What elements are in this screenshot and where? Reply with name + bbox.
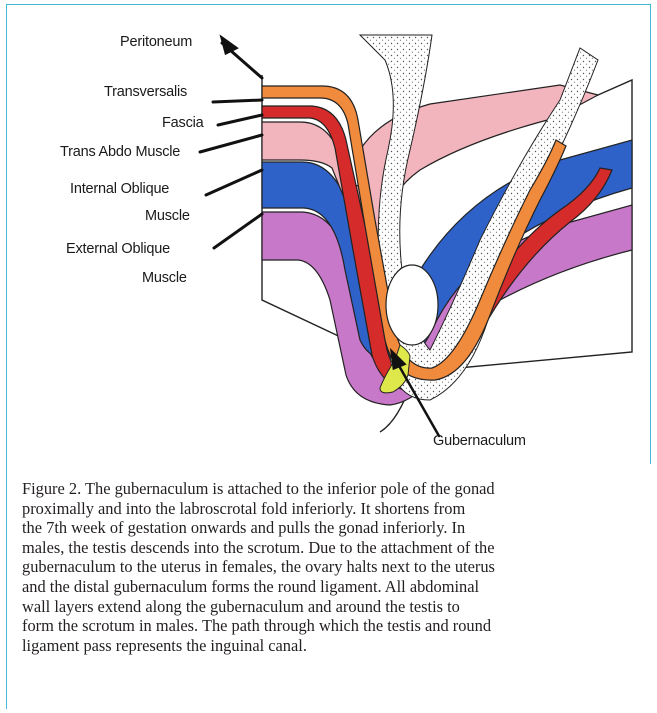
inguinal-canal-diagram: Peritoneum Transversalis Fascia Trans Ab… (0, 0, 657, 470)
caption-line: proximally and into the labroscrotal fol… (22, 499, 648, 519)
label-peritoneum: Peritoneum (120, 34, 192, 50)
caption-line: form the scrotum in males. The path thro… (22, 616, 648, 636)
label-internal-oblique-line1: Internal Oblique (70, 181, 169, 197)
label-external-oblique-line1: External Oblique (66, 241, 170, 257)
caption-line: gubernaculum to the uterus in females, t… (22, 557, 648, 577)
figure-caption: Figure 2. The gubernaculum is attached t… (22, 479, 648, 655)
caption-line: Figure 2. The gubernaculum is attached t… (22, 479, 648, 499)
caption-line: wall layers extend along the gubernaculu… (22, 597, 648, 617)
label-trans-abdo-muscle: Trans Abdo Muscle (60, 144, 180, 160)
testis (386, 265, 438, 345)
caption-line: males, the testis descends into the scro… (22, 538, 648, 558)
caption-line: and the distal gubernaculum forms the ro… (22, 577, 648, 597)
label-transversalis-line1: Transversalis (104, 84, 187, 100)
label-gubernaculum: Gubernaculum (433, 433, 526, 449)
caption-line: ligament pass represents the inguinal ca… (22, 636, 648, 656)
caption-line: the 7th week of gestation onwards and pu… (22, 518, 648, 538)
label-external-oblique-line2: Muscle (142, 270, 187, 286)
label-internal-oblique-line2: Muscle (145, 208, 190, 224)
label-transversalis-line2: Fascia (162, 115, 205, 131)
